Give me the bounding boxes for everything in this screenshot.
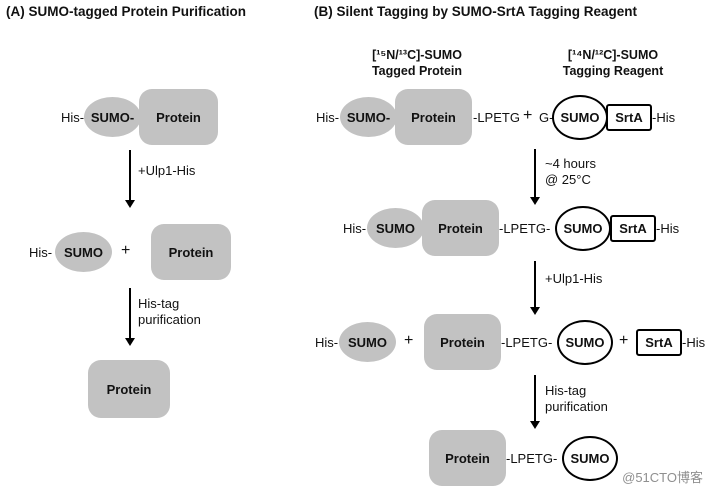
reaction-time-label: ~4 hours — [545, 156, 596, 171]
his-tag-purification-label-line1: His-tag — [545, 383, 587, 398]
tagging-reagent-header-line2: Tagging Reagent — [562, 64, 664, 78]
reaction-temp-label: @ 25°C — [545, 172, 591, 187]
protein-box: Protein — [88, 360, 170, 418]
srta-box: SrtA — [610, 215, 656, 242]
plus-sign: + — [619, 332, 629, 349]
arrow-head — [125, 338, 135, 346]
arrow-head — [125, 200, 135, 208]
sumo-ellipse: SUMO- — [84, 97, 141, 137]
down-arrow — [125, 150, 135, 208]
sumo-circle: SUMO — [562, 436, 618, 481]
tagged-protein-header-line1: [¹⁵N/¹³C]-SUMO — [372, 48, 462, 62]
ulp1-his-label: +Ulp1-His — [138, 163, 196, 178]
lpetg-label: -LPETG — [473, 110, 520, 125]
arrow-line — [129, 150, 131, 200]
tagged-protein-header-line2: Tagged Protein — [371, 64, 463, 78]
protein-box: Protein — [429, 430, 506, 486]
panel-a-title: (A) SUMO-tagged Protein Purification — [6, 4, 247, 19]
lpetg-label: -LPETG- — [499, 221, 551, 236]
sumo-ellipse: SUMO — [55, 232, 112, 272]
glycine-label: G- — [539, 110, 554, 125]
plus-sign: + — [121, 242, 131, 259]
lpetg-label: -LPETG- — [506, 451, 558, 466]
arrow-line — [534, 149, 536, 197]
protein-box: Protein — [151, 224, 231, 280]
arrow-line — [534, 261, 536, 307]
down-arrow — [530, 375, 540, 429]
srta-box: SrtA — [606, 104, 652, 131]
his-tag-label: His- — [316, 110, 340, 125]
tagged-protein-header: [¹⁵N/¹³C]-SUMO Tagged Protein — [357, 47, 477, 79]
sumo-circle: SUMO — [557, 320, 613, 365]
arrow-line — [129, 288, 131, 338]
tagging-reagent-header-line1: [¹⁴N/¹²C]-SUMO — [567, 48, 659, 62]
sumo-circle: SUMO — [555, 206, 611, 251]
his-tag-label: -His — [682, 335, 706, 350]
arrow-line — [534, 375, 536, 421]
protein-box: Protein — [424, 314, 501, 370]
down-arrow — [530, 261, 540, 315]
sumo-ellipse: SUMO- — [340, 97, 397, 137]
plus-sign: + — [523, 107, 533, 124]
his-tag-purification-label-line2: purification — [138, 312, 201, 327]
tagging-reagent-header: [¹⁴N/¹²C]-SUMO Tagging Reagent — [551, 47, 675, 79]
sumo-circle: SUMO — [552, 95, 608, 140]
protein-box: Protein — [422, 200, 499, 256]
sumo-ellipse: SUMO — [367, 208, 424, 248]
his-tag-label: His- — [315, 335, 339, 350]
protein-box: Protein — [395, 89, 472, 145]
plus-sign: + — [404, 332, 414, 349]
down-arrow — [125, 288, 135, 346]
srta-box: SrtA — [636, 329, 682, 356]
his-tag-label: -His — [656, 221, 680, 236]
watermark: @51CTO博客 — [622, 470, 703, 485]
arrow-head — [530, 307, 540, 315]
his-tag-purification-label-line2: purification — [545, 399, 608, 414]
arrow-head — [530, 421, 540, 429]
his-tag-label: His- — [61, 110, 85, 125]
lpetg-label: -LPETG- — [501, 335, 553, 350]
ulp1-his-label: +Ulp1-His — [545, 271, 603, 286]
his-tag-purification-label-line1: His-tag — [138, 296, 180, 311]
protein-box: Protein — [139, 89, 218, 145]
panel-b-title: (B) Silent Tagging by SUMO-SrtA Tagging … — [314, 4, 637, 19]
sumo-ellipse: SUMO — [339, 322, 396, 362]
down-arrow — [530, 149, 540, 205]
his-tag-label: His- — [343, 221, 367, 236]
arrow-head — [530, 197, 540, 205]
his-tag-label: -His — [652, 110, 676, 125]
his-tag-label: His- — [29, 245, 53, 260]
